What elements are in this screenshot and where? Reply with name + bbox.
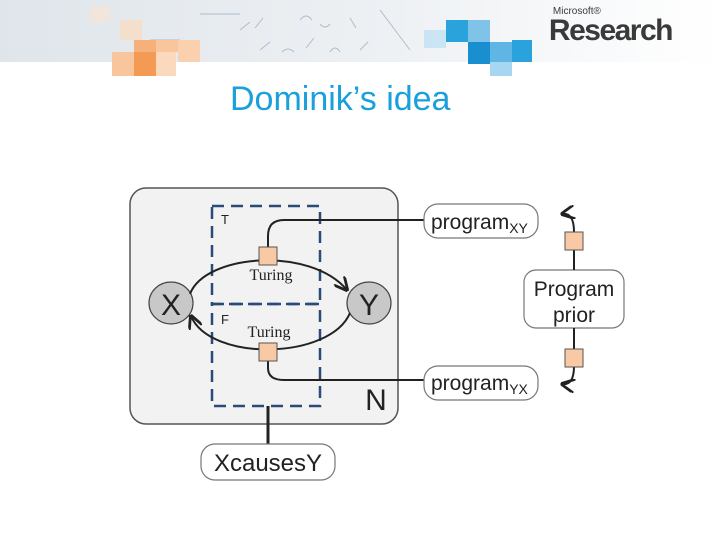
node-x: [148, 281, 194, 325]
factor-prior-top: [564, 231, 584, 251]
node-y-label: Y: [359, 289, 379, 322]
node-program-xy: [423, 203, 539, 239]
gate-false-label: F: [221, 312, 229, 327]
plate: [129, 187, 399, 425]
node-program-xy-label: programXY: [431, 211, 529, 236]
node-program-yx-label: programYX: [431, 372, 529, 397]
node-y: [346, 281, 392, 325]
prior-line1: Program: [534, 278, 615, 301]
node-xcausesy: [200, 443, 336, 481]
header-banner: Microsoft® Research: [0, 0, 720, 80]
node-xcausesy-label: XcausesY: [214, 450, 322, 477]
plate-label: N: [365, 384, 387, 417]
logo-research: Research: [548, 14, 674, 47]
logo-microsoft: Microsoft®: [552, 6, 601, 17]
prior-line2: prior: [553, 304, 595, 327]
factor-turing-top: [258, 246, 278, 266]
gate-false-box: [210, 302, 322, 408]
microsoft-research-logo: Microsoft® Research: [548, 6, 674, 47]
node-x-label: X: [161, 289, 181, 322]
gate-true-label: T: [221, 212, 229, 227]
edge-programyx-to-turing: [267, 352, 424, 381]
turing-top-label: Turing: [250, 267, 293, 284]
turing-bottom-label: Turing: [248, 324, 291, 341]
banner-graphic: [0, 0, 720, 76]
edge-programxy-to-turing: [267, 219, 424, 256]
gate-true-box: [210, 204, 322, 306]
node-program-yx: [423, 365, 539, 401]
factor-turing-bottom: [258, 342, 278, 362]
slide-title: Dominik’s idea: [230, 80, 451, 118]
factor-prior-bottom: [564, 348, 584, 368]
